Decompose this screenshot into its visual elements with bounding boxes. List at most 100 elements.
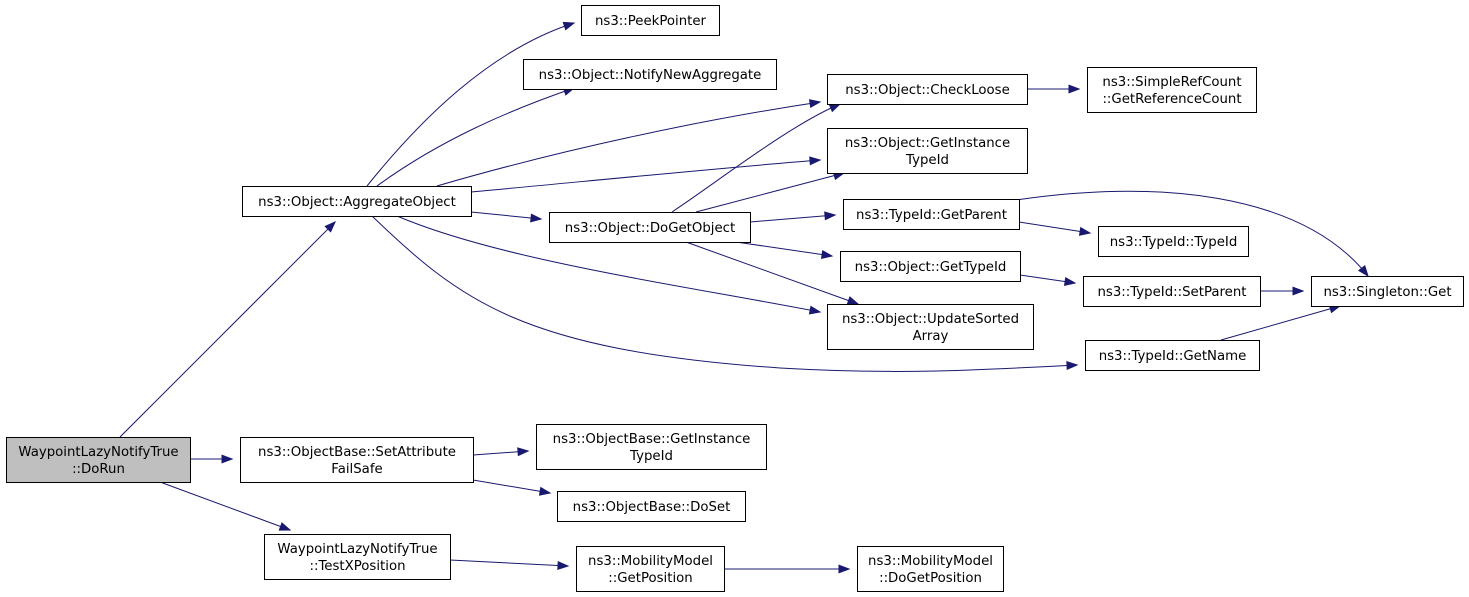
arrowhead-icon bbox=[828, 103, 842, 113]
arrowhead-icon bbox=[530, 213, 543, 223]
node-box[interactable] bbox=[549, 212, 751, 243]
call-edge-aggregate-to-getinst bbox=[470, 156, 822, 193]
node-box[interactable] bbox=[242, 186, 472, 217]
call-edge-aggregate-to-dogetobj bbox=[470, 211, 543, 223]
call-edge-dogetobj-to-updsorted bbox=[685, 241, 860, 305]
node-box[interactable] bbox=[843, 199, 1020, 230]
node-box[interactable] bbox=[1085, 340, 1260, 371]
node-label: Array bbox=[913, 329, 949, 344]
arrowhead-icon bbox=[278, 522, 292, 531]
node-label: FailSafe bbox=[331, 462, 382, 477]
node-label: ns3::ObjectBase::GetInstance bbox=[553, 432, 751, 447]
node-box[interactable] bbox=[827, 128, 1028, 174]
function-node-doset[interactable]: ns3::ObjectBase::DoSet bbox=[557, 491, 746, 522]
edge-line bbox=[749, 214, 836, 223]
call-edge-root-to-setattr bbox=[190, 454, 234, 464]
node-label: ns3::ObjectBase::DoSet bbox=[573, 500, 731, 515]
node-box[interactable] bbox=[581, 5, 720, 36]
edge-line bbox=[735, 241, 833, 257]
function-node-mmgetpos[interactable]: ns3::MobilityModel::GetPosition bbox=[576, 546, 725, 592]
call-edge-aggregate-to-peek bbox=[366, 21, 576, 187]
function-node-typeidctor[interactable]: ns3::TypeId::TypeId bbox=[1098, 226, 1249, 257]
function-node-mmdogetpos[interactable]: ns3::MobilityModel::DoGetPosition bbox=[857, 546, 1004, 592]
function-node-getrefcount[interactable]: ns3::SimpleRefCount::GetReferenceCount bbox=[1087, 67, 1257, 113]
node-label: ::DoGetPosition bbox=[879, 571, 982, 586]
node-box[interactable] bbox=[536, 424, 767, 470]
call-edge-setattr-to-doset bbox=[472, 479, 552, 496]
node-box[interactable] bbox=[827, 304, 1034, 350]
call-edge-dogetobj-to-getinst bbox=[695, 171, 846, 213]
node-box[interactable] bbox=[1087, 67, 1257, 113]
function-node-notifynew[interactable]: ns3::Object::NotifyNewAggregate bbox=[523, 59, 777, 90]
node-label: ::DoRun bbox=[72, 462, 125, 477]
node-label: ns3::MobilityModel bbox=[588, 554, 713, 569]
node-label: ns3::Object::GetInstance bbox=[845, 136, 1010, 151]
arrowhead-icon bbox=[1292, 286, 1305, 296]
edge-line bbox=[119, 221, 336, 438]
function-node-aggregate[interactable]: ns3::Object::AggregateObject bbox=[242, 186, 472, 217]
node-box[interactable] bbox=[6, 437, 191, 483]
function-node-gettypeid[interactable]: ns3::Object::GetTypeId bbox=[840, 251, 1021, 282]
node-label: ns3::MobilityModel bbox=[868, 554, 993, 569]
node-box[interactable] bbox=[523, 59, 777, 90]
call-edge-gettypeid-to-setparent bbox=[1019, 274, 1077, 286]
arrowhead-icon bbox=[517, 447, 530, 457]
edge-line bbox=[472, 479, 551, 494]
edge-line bbox=[449, 559, 569, 567]
call-edge-aggregate-to-getname bbox=[371, 215, 1079, 372]
call-edge-dogetobj-to-getparent bbox=[749, 211, 837, 223]
call-edge-setparent-to-singleton bbox=[1260, 286, 1305, 296]
arrowhead-icon bbox=[808, 99, 822, 109]
function-node-peek[interactable]: ns3::PeekPointer bbox=[581, 5, 720, 36]
node-label: TypeId bbox=[905, 153, 949, 168]
function-node-testx[interactable]: WaypointLazyNotifyTrue::TestXPosition bbox=[264, 534, 451, 580]
function-node-checkloose[interactable]: ns3::Object::CheckLoose bbox=[827, 74, 1028, 105]
arrowhead-icon bbox=[838, 564, 851, 574]
function-node-setparent[interactable]: ns3::TypeId::SetParent bbox=[1083, 276, 1261, 307]
node-box[interactable] bbox=[857, 546, 1004, 592]
node-label: ns3::Object::GetTypeId bbox=[855, 260, 1007, 275]
arrowhead-icon bbox=[1078, 226, 1092, 236]
call-edge-getparent-to-typeidctor bbox=[1018, 221, 1092, 236]
node-box[interactable] bbox=[827, 74, 1028, 105]
node-box[interactable] bbox=[1083, 276, 1261, 307]
node-label: ns3::Object::NotifyNewAggregate bbox=[539, 68, 762, 83]
node-box[interactable] bbox=[576, 546, 725, 592]
arrowhead-icon bbox=[1066, 361, 1079, 371]
node-box[interactable] bbox=[840, 251, 1021, 282]
edge-line bbox=[695, 172, 845, 213]
node-label: WaypointLazyNotifyTrue bbox=[277, 542, 437, 557]
edge-line bbox=[685, 241, 859, 305]
function-node-singleton[interactable]: ns3::Singleton::Get bbox=[1311, 276, 1464, 307]
call-edge-checkloose-to-getrefcount bbox=[1027, 84, 1081, 94]
node-label: ns3::Object::AggregateObject bbox=[258, 195, 456, 210]
call-edge-testx-to-mmgetpos bbox=[449, 559, 570, 570]
arrowhead-icon bbox=[562, 21, 576, 31]
edge-line bbox=[159, 481, 291, 531]
node-box[interactable] bbox=[1098, 226, 1249, 257]
function-node-dogetobj[interactable]: ns3::Object::DoGetObject bbox=[549, 212, 751, 243]
edge-line bbox=[470, 211, 542, 220]
function-node-getparent[interactable]: ns3::TypeId::GetParent bbox=[843, 199, 1020, 230]
call-edges bbox=[119, 21, 1369, 574]
call-edge-root-to-testx bbox=[159, 481, 292, 531]
function-node-root[interactable]: WaypointLazyNotifyTrue::DoRun bbox=[6, 437, 191, 483]
edge-line bbox=[366, 22, 575, 187]
arrowhead-icon bbox=[846, 296, 860, 305]
arrowhead-icon bbox=[324, 221, 336, 233]
call-edge-root-to-aggregate bbox=[119, 221, 336, 438]
function-node-getname[interactable]: ns3::TypeId::GetName bbox=[1085, 340, 1260, 371]
node-box[interactable] bbox=[264, 534, 451, 580]
node-box[interactable] bbox=[1311, 276, 1464, 307]
edge-line bbox=[376, 87, 575, 187]
edge-line bbox=[1015, 190, 1369, 277]
node-label: TypeId bbox=[629, 449, 673, 464]
node-box[interactable] bbox=[240, 437, 474, 483]
node-box[interactable] bbox=[557, 491, 746, 522]
arrowhead-icon bbox=[1068, 84, 1081, 94]
